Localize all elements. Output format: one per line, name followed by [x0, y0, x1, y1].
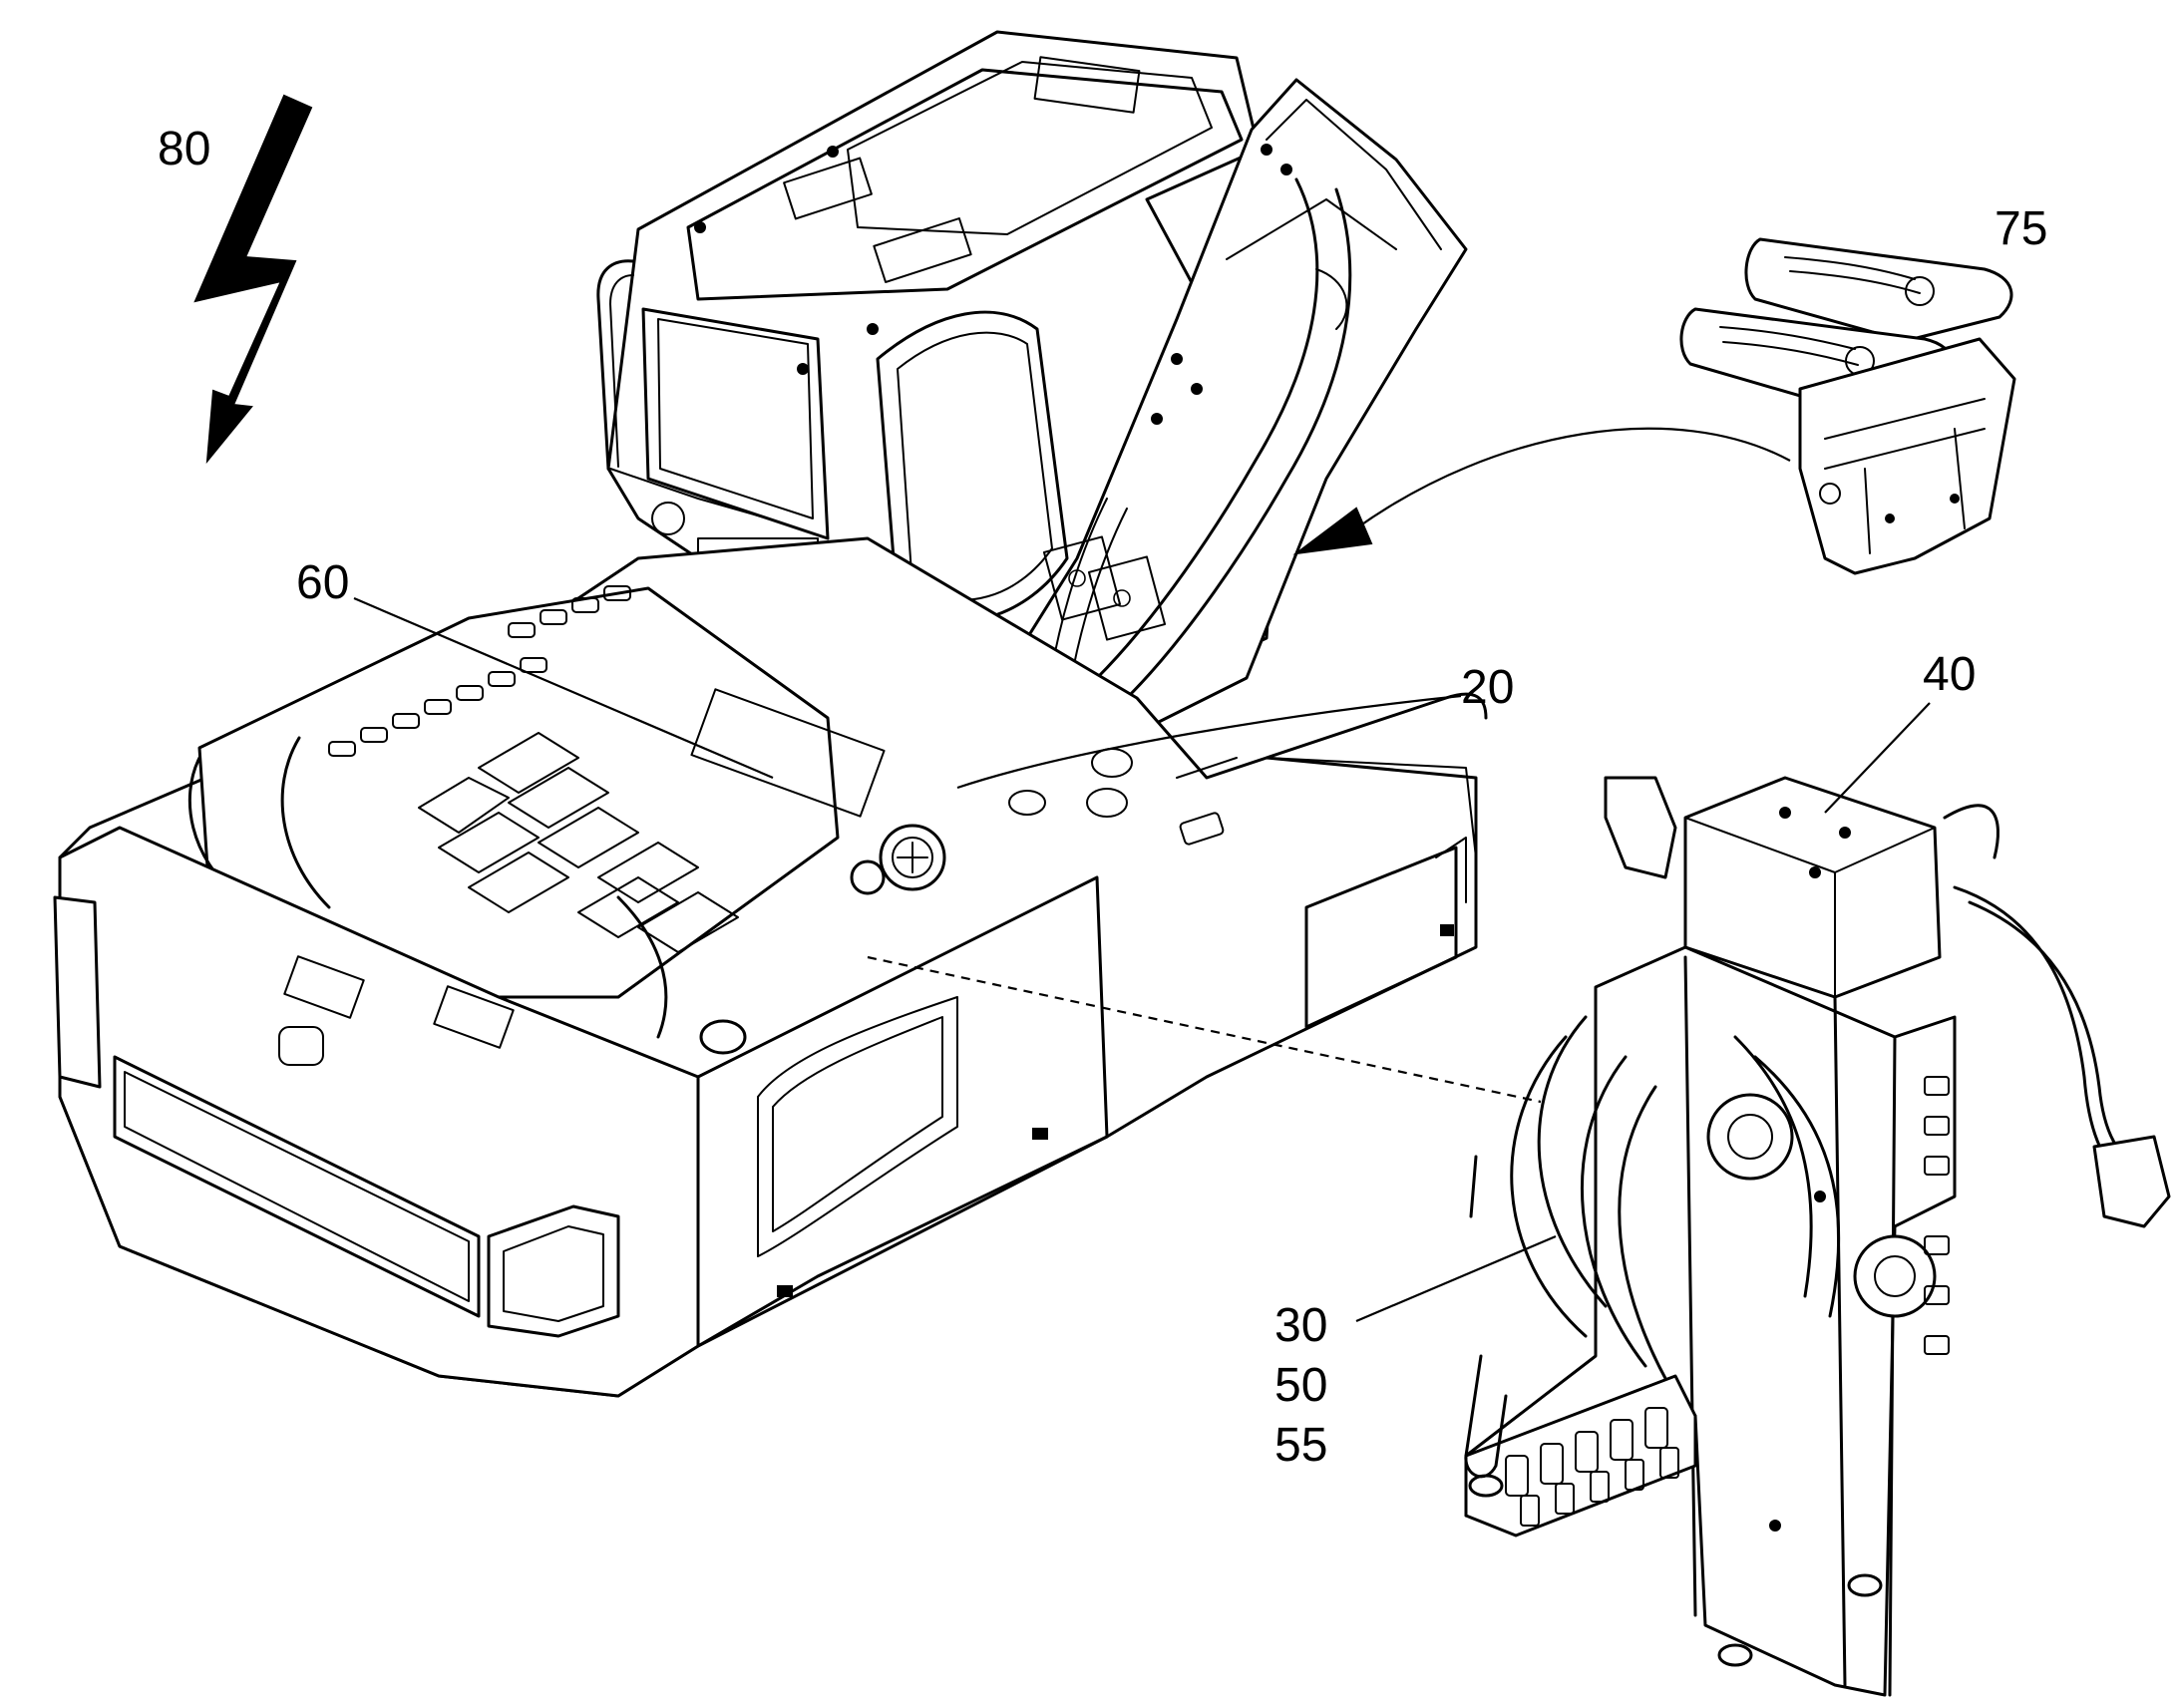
leader-40 — [1824, 702, 1931, 814]
ref-label-30: 30 — [1274, 1299, 1327, 1352]
ref-label-50: 50 — [1274, 1359, 1327, 1412]
ref-label-40: 40 — [1923, 648, 1976, 701]
foot-pedal-assembly — [1679, 237, 2016, 575]
ref-label-60: 60 — [296, 556, 349, 609]
dashed-leader — [867, 955, 1542, 1104]
leader-20 — [956, 694, 1462, 790]
control-console-arm — [975, 78, 1468, 730]
hydraulic-valve-assembly — [1464, 776, 2171, 1697]
ref-label-75: 75 — [1995, 202, 2047, 255]
machine-body — [53, 536, 1488, 1398]
leader-60 — [353, 596, 774, 780]
ref-label-55: 55 — [1274, 1419, 1327, 1472]
leader-lines — [353, 596, 1931, 1323]
ref-label-20: 20 — [1461, 661, 1514, 714]
lightning-bolt-icon — [193, 94, 313, 465]
curved-arrow-icon — [1292, 427, 1791, 555]
ref-label-80: 80 — [158, 123, 210, 175]
leader-30 — [1355, 1234, 1557, 1323]
